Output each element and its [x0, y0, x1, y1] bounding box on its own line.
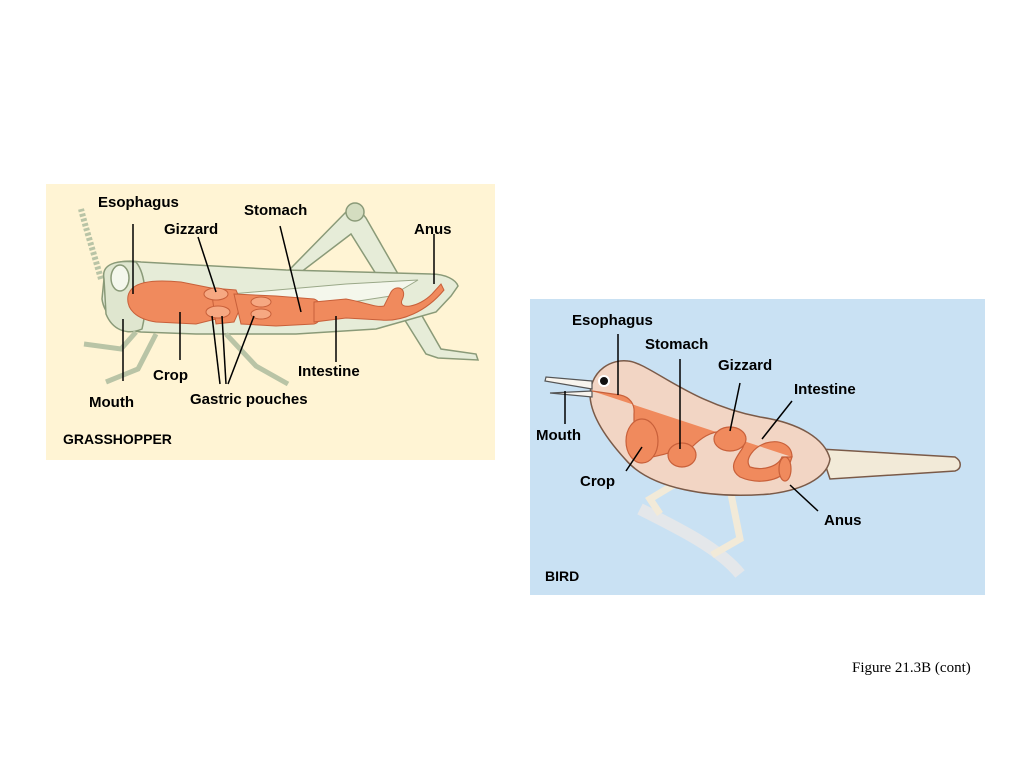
- grasshopper-gastric-pouches-organ: [203, 287, 272, 320]
- grasshopper-panel: Esophagus Gizzard Stomach Anus Crop Inte…: [46, 184, 495, 460]
- bird-perch: [637, 503, 745, 578]
- bird-panel: Esophagus Stomach Gizzard Intestine Mout…: [530, 299, 985, 595]
- bird-stomach-organ: [667, 442, 697, 468]
- bird-body: [589, 360, 831, 496]
- bird-title: BIRD: [545, 568, 580, 584]
- grasshopper-label-mouth: Mouth: [89, 394, 134, 411]
- bird-label-intestine: Intestine: [794, 381, 856, 398]
- grasshopper-label-esophagus: Esophagus: [98, 194, 179, 211]
- grasshopper-label-stomach: Stomach: [244, 202, 308, 219]
- grasshopper-illustration: [78, 202, 480, 387]
- grasshopper-legs: [83, 330, 290, 387]
- bird-crop-organ: [625, 418, 659, 464]
- bird-lower-beak: [549, 390, 593, 398]
- grasshopper-label-gizzard: Gizzard: [164, 221, 219, 238]
- bird-illustration: [544, 334, 961, 578]
- bird-tail: [818, 448, 961, 480]
- bird-label-mouth: Mouth: [536, 427, 581, 444]
- bird-legs: [645, 477, 744, 559]
- bird-upper-beak: [544, 376, 593, 390]
- grasshopper-stomach-organ: [233, 293, 322, 327]
- grasshopper-label-anus: Anus: [414, 221, 452, 238]
- bird-label-esophagus: Esophagus: [572, 312, 653, 329]
- grasshopper-leader-lines: [122, 224, 435, 385]
- grasshopper-label-crop: Crop: [153, 367, 188, 384]
- bird-eye: [598, 375, 610, 387]
- grasshopper-intestine-organ: [313, 283, 445, 323]
- bird-gizzard-organ: [713, 426, 747, 452]
- grasshopper-eye: [110, 264, 130, 292]
- bird-label-anus: Anus: [824, 512, 862, 529]
- bird-leader-lines: [564, 334, 819, 512]
- grasshopper-knee: [345, 202, 365, 222]
- grasshopper-title: GRASSHOPPER: [63, 431, 172, 447]
- bird-anus-organ: [778, 456, 792, 482]
- bird-label-crop: Crop: [580, 473, 615, 490]
- grasshopper-label-intestine: Intestine: [298, 363, 360, 380]
- grasshopper-label-gastric-pouches: Gastric pouches: [190, 391, 308, 408]
- figure-caption: Figure 21.3B (cont): [852, 660, 971, 676]
- grasshopper-antenna: [78, 208, 104, 280]
- bird-label-stomach: Stomach: [645, 336, 709, 353]
- bird-label-gizzard: Gizzard: [718, 357, 773, 374]
